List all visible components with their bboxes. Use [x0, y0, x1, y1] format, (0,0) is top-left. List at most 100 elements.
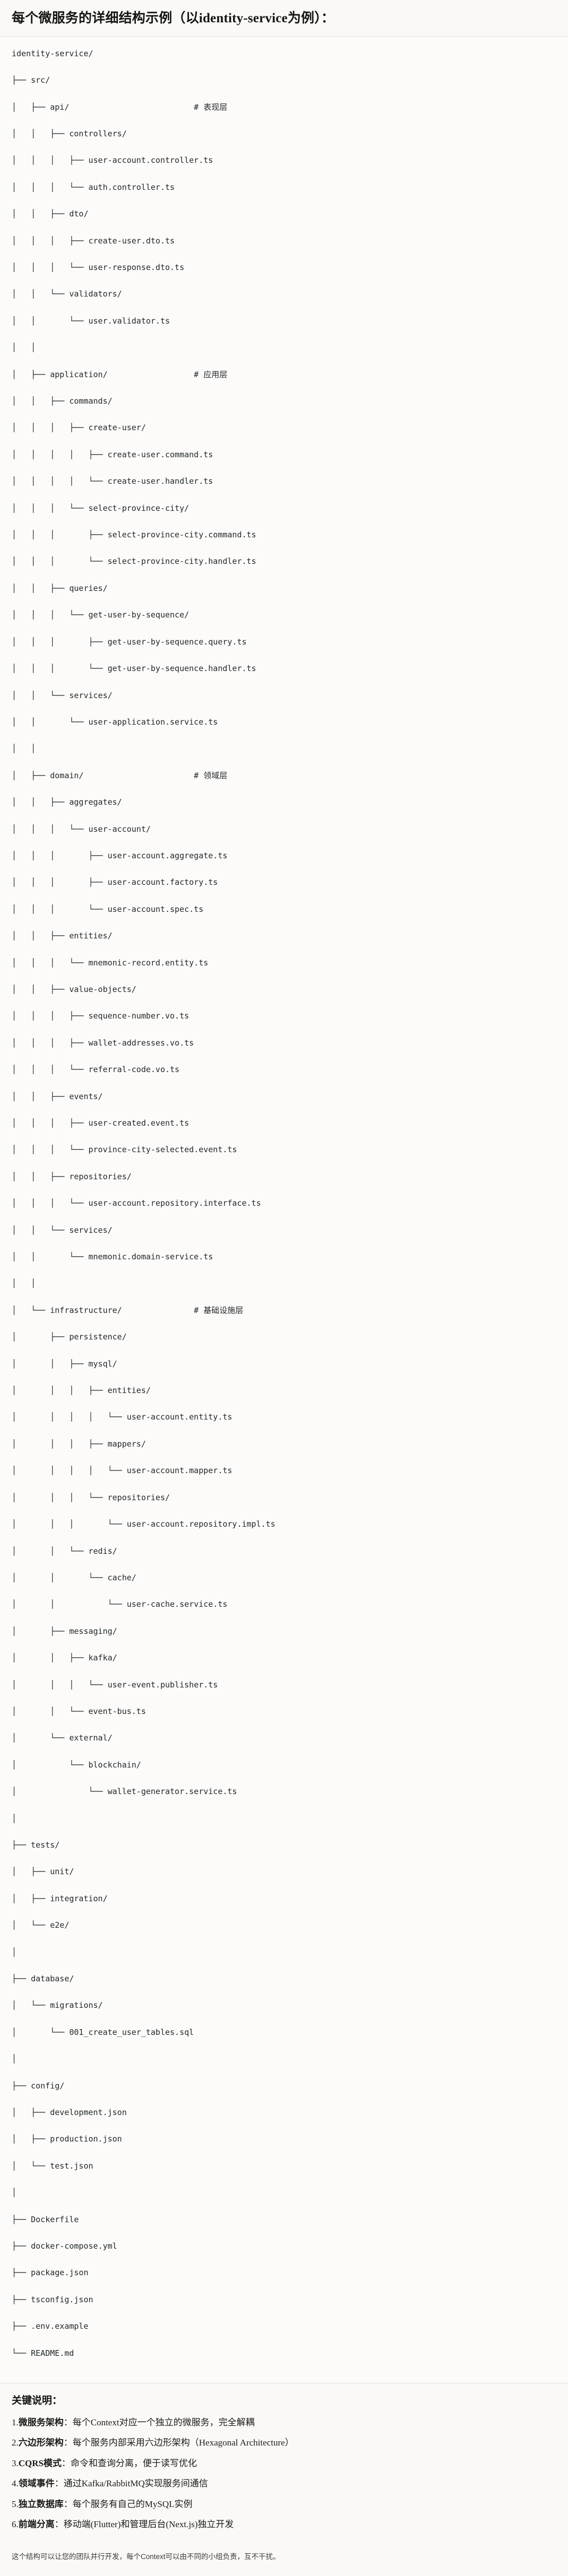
key-note-description: 每个服务有自己的MySQL实例 [72, 2499, 193, 2509]
tree-line: │ │ [12, 1278, 36, 1289]
key-note-number: 4. [12, 2478, 19, 2489]
tree-line: │ │ ├── queries/ [12, 583, 108, 593]
key-note-description: 移动端(Flutter)和管理后台(Next.js)独立开发 [63, 2519, 234, 2530]
tree-line: │ └── wallet-generator.service.ts [12, 1787, 237, 1797]
key-note-term: 前端分离 [18, 2519, 55, 2530]
tree-line: │ │ └── services/ [12, 1225, 113, 1235]
tree-line: │ [12, 1813, 17, 1823]
key-note-separator: ： [54, 2478, 64, 2489]
footer-section: 这个结构可以让您的团队并行开发，每个Context可以由不同的小组负责，互不干扰… [0, 2546, 568, 2576]
tree-line: │ │ └── services/ [12, 690, 113, 700]
key-note-number: 6. [12, 2519, 19, 2530]
tree-line: │ │ ├── aggregates/ [12, 797, 122, 807]
tree-line: │ │ └── user-application.service.ts [12, 717, 218, 727]
key-note-item: 2.六边形架构：每个服务内部采用六边形架构（Hexagonal Architec… [12, 2436, 556, 2450]
tree-line: ├── tsconfig.json [12, 2294, 93, 2304]
tree-line: │ │ │ └── get-user-by-sequence/ [12, 610, 190, 620]
key-note-description: 每个服务内部采用六边形架构（Hexagonal Architecture） [72, 2438, 294, 2448]
key-note-item: 4.领域事件：通过Kafka/RabbitMQ实现服务间通信 [12, 2477, 556, 2491]
key-note-separator: ： [63, 2417, 73, 2427]
tree-line: ├── Dockerfile [12, 2214, 79, 2224]
footer-note: 这个结构可以让您的团队并行开发，每个Context可以由不同的小组负责，互不干扰… [12, 2552, 280, 2561]
tree-line: │ │ │ └── select-province-city/ [12, 503, 190, 513]
tree-line: │ │ └── mnemonic.domain-service.ts [12, 1252, 213, 1262]
tree-line: │ │ │ ├── user-account.controller.ts [12, 155, 213, 166]
tree-layer-comment: # 领域层 [194, 770, 228, 780]
tree-line: │ │ │ └── auth.controller.ts [12, 182, 175, 192]
tree-line: ├── package.json [12, 2268, 89, 2278]
tree-line: │ │ ├── entities/ [12, 931, 113, 941]
tree-line: │ │ │ │ └── user-account.entity.ts [12, 1412, 233, 1422]
tree-line: │ │ │ │ └── user-account.mapper.ts [12, 1466, 233, 1476]
tree-line: │ ├── persistence/ [12, 1332, 127, 1342]
tree-line: │ │ │ ├── create-user.dto.ts [12, 236, 175, 246]
tree-line: │ │ [12, 744, 36, 754]
tree-line: │ [12, 2188, 17, 2198]
tree-line: │ │ ├── value-objects/ [12, 984, 136, 994]
tree-line: │ │ ├── controllers/ [12, 128, 127, 138]
key-notes-title: 关键说明： [12, 2395, 63, 2407]
key-note-item: 6.前端分离：移动端(Flutter)和管理后台(Next.js)独立开发 [12, 2518, 556, 2531]
tree-line: │ │ │ └── select-province-city.handler.t… [12, 556, 256, 567]
tree-line: │ │ │ └── referral-code.vo.ts [12, 1065, 180, 1075]
tree-line: │ │ │ └── user-response.dto.ts [12, 263, 185, 272]
tree-line: │ │ │ │ └── create-user.handler.ts [12, 476, 213, 486]
tree-line: │ ├── application/ # 应用层 [12, 369, 228, 379]
tree-line: │ │ ├── commands/ [12, 396, 113, 406]
tree-line: │ ├── development.json [12, 2108, 127, 2118]
tree-line: │ │ ├── events/ [12, 1091, 103, 1101]
directory-tree: identity-service/ ├── src/ │ ├── api/ # … [12, 47, 556, 2373]
key-note-separator: ： [63, 2499, 73, 2509]
tree-line: │ │ │ └── user-event.publisher.ts [12, 1679, 218, 1690]
key-note-item: 5.独立数据库：每个服务有自己的MySQL实例 [12, 2497, 556, 2511]
tree-line: │ ├── domain/ # 领域层 [12, 770, 228, 780]
tree-line: │ │ │ │ ├── create-user.command.ts [12, 449, 213, 459]
tree-line: │ ├── messaging/ [12, 1626, 117, 1636]
key-note-term: CQRS模式 [18, 2458, 62, 2468]
tree-line: │ ├── integration/ [12, 1893, 108, 1903]
key-note-separator: ： [54, 2519, 64, 2530]
tree-line: │ │ │ ├── wallet-addresses.vo.ts [12, 1038, 194, 1048]
tree-line: │ └── blockchain/ [12, 1760, 141, 1770]
tree-line: │ ├── production.json [12, 2134, 122, 2144]
tree-line: │ [12, 2054, 17, 2064]
tree-line: │ │ │ ├── user-account.aggregate.ts [12, 850, 228, 860]
tree-line: │ │ [12, 343, 36, 353]
tree-line: ├── database/ [12, 1974, 74, 1983]
tree-line: │ │ └── redis/ [12, 1546, 117, 1556]
tree-line: ├── .env.example [12, 2321, 89, 2331]
tree-line: │ ├── api/ # 表现层 [12, 102, 228, 112]
tree-layer-comment: # 基础设施层 [194, 1305, 244, 1315]
key-note-number: 1. [12, 2417, 19, 2427]
tree-line: │ │ └── user-cache.service.ts [12, 1599, 228, 1609]
tree-layer-comment: # 表现层 [194, 102, 228, 112]
tree-layer-comment: # 应用层 [194, 369, 228, 379]
tree-line: │ │ │ ├── sequence-number.vo.ts [12, 1011, 190, 1021]
tree-line: │ └── 001_create_user_tables.sql [12, 2027, 194, 2037]
tree-line: │ │ │ └── user-account.spec.ts [12, 904, 204, 914]
tree-line: │ └── migrations/ [12, 2000, 103, 2011]
tree-line: │ │ ├── mysql/ [12, 1359, 117, 1369]
tree-line: │ │ ├── dto/ [12, 209, 89, 219]
tree-line: ├── tests/ [12, 1840, 60, 1850]
key-note-separator: ： [61, 2458, 71, 2468]
tree-line: │ │ │ ├── mappers/ [12, 1439, 146, 1449]
tree-line: │ │ │ └── user-account.repository.interf… [12, 1198, 261, 1208]
tree-line: ├── docker-compose.yml [12, 2241, 117, 2251]
tree-line: │ └── e2e/ [12, 1920, 70, 1930]
tree-line: │ │ │ └── get-user-by-sequence.handler.t… [12, 664, 256, 674]
tree-line: │ │ │ └── user-account/ [12, 824, 151, 834]
tree-line: │ │ └── user.validator.ts [12, 316, 170, 326]
tree-line: identity-service/ [12, 48, 93, 58]
tree-line: ├── config/ [12, 2081, 65, 2091]
key-note-term: 领域事件 [18, 2478, 55, 2489]
tree-line: │ │ └── validators/ [12, 289, 122, 299]
tree-line: │ └── external/ [12, 1733, 113, 1743]
tree-line: │ │ │ ├── user-created.event.ts [12, 1118, 190, 1128]
tree-line: │ ├── unit/ [12, 1867, 74, 1877]
key-note-item: 3.CQRS模式：命令和查询分离，便于读写优化 [12, 2457, 556, 2470]
tree-line: │ │ │ ├── get-user-by-sequence.query.ts [12, 637, 247, 647]
